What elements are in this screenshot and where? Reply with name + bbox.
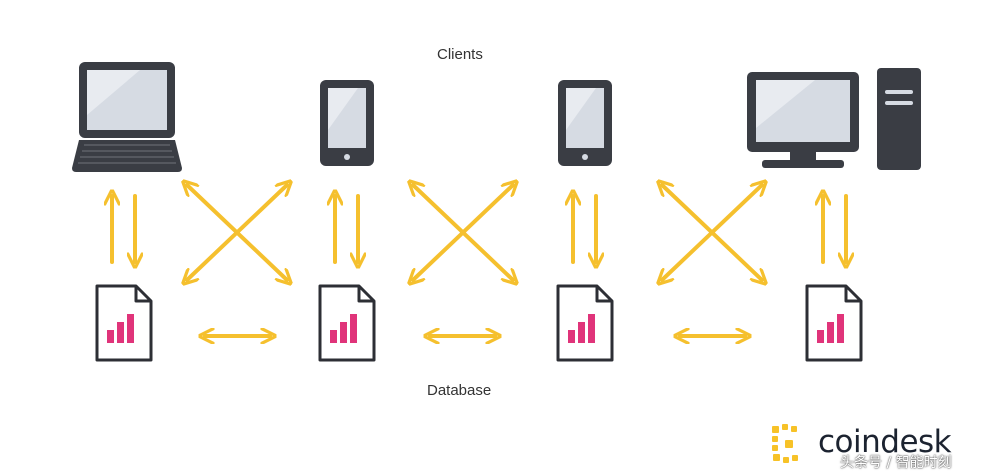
cross-arrow [187,185,287,280]
database-label: Database [427,382,492,399]
phone-icon [558,80,612,166]
laptop-icon [72,62,182,172]
coindesk-logo-text: coindesk [818,424,952,460]
clients-label: Clients [437,46,483,63]
arrows [112,185,846,336]
cross-arrow [413,185,513,280]
database-file-icon [556,284,614,362]
cross-arrow [662,185,762,280]
database-file-icon [805,284,863,362]
database-file-icon [95,284,153,362]
desktop-computer-icon [747,68,921,170]
coindesk-logo-mark-icon [772,424,798,463]
phone-icon [320,80,374,166]
coindesk-logo: coindesk [770,420,990,470]
database-file-icon [318,284,376,362]
watermark: 头条号 / 智能时刻 [840,455,952,471]
